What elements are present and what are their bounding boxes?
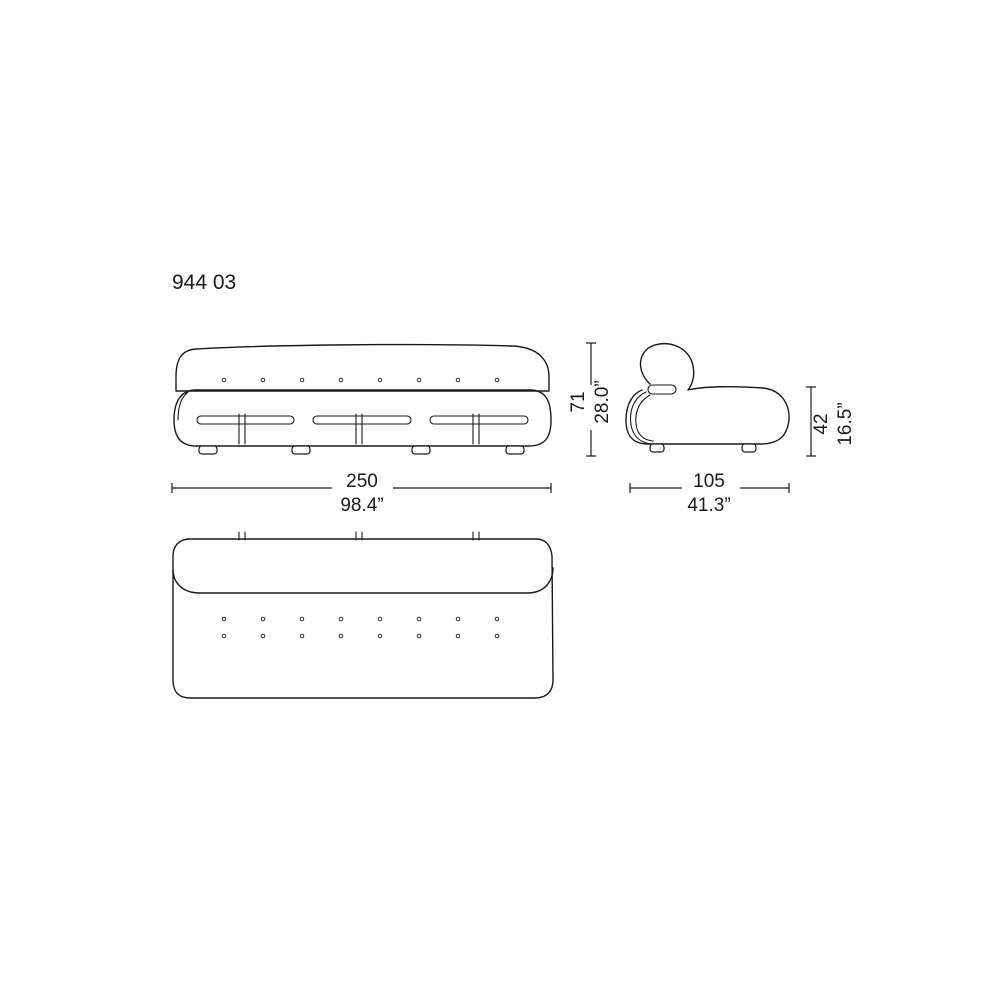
model-code: 944 03 [172, 271, 236, 294]
top-frame-ends [238, 531, 480, 541]
top-footprint-outline [172, 538, 554, 699]
side-seat-outline [625, 385, 790, 445]
seat-height-dimension: 42 16.5” [806, 386, 856, 457]
width-in-label: 98.4” [340, 495, 383, 516]
sofa-foot [411, 445, 431, 455]
seat-height-in-label: 16.5” [835, 402, 856, 445]
tuft-button [416, 377, 422, 383]
sofa-foot [198, 445, 218, 455]
tuft-button [299, 377, 305, 383]
width-dimension: 250 98.4” [171, 471, 552, 516]
tuft-button [221, 633, 227, 639]
tuft-button [455, 616, 461, 622]
tuft-button [338, 633, 344, 639]
tuft-button [455, 377, 461, 383]
front-tuft-row [221, 377, 500, 383]
front-seat-outline [173, 389, 552, 447]
front-backrest-outline [175, 343, 550, 392]
height-cm-label: 71 [568, 391, 589, 412]
tuft-button [455, 633, 461, 639]
depth-dimension: 105 41.3” [629, 471, 790, 516]
tuft-button [377, 616, 383, 622]
sofa-foot [741, 443, 757, 453]
top-backrest-outline [172, 567, 554, 594]
tuft-button [260, 377, 266, 383]
top-view [172, 531, 554, 699]
tuft-button [221, 616, 227, 622]
tuft-button [416, 616, 422, 622]
tuft-button [338, 616, 344, 622]
tuft-button [299, 633, 305, 639]
height-dimension: 71 28.0” [568, 342, 613, 457]
tuft-button [494, 377, 500, 383]
width-cm-label: 250 [346, 471, 378, 492]
side-front-frame-inner [635, 394, 654, 442]
sofa-foot [291, 445, 311, 455]
sofa-foot [649, 443, 665, 453]
depth-cm-label: 105 [693, 471, 725, 492]
sofa-foot [505, 445, 525, 455]
side-front-frame [629, 391, 653, 445]
side-backrest-outline [639, 343, 695, 391]
tuft-button [377, 377, 383, 383]
tuft-button [338, 377, 344, 383]
seat-height-cm-label: 42 [811, 413, 832, 434]
tuft-button [260, 616, 266, 622]
front-left-flank [177, 391, 189, 421]
side-arm-tube [647, 384, 677, 395]
tuft-button [494, 616, 500, 622]
tuft-button [299, 616, 305, 622]
depth-in-label: 41.3” [687, 495, 730, 516]
tuft-button [494, 633, 500, 639]
height-in-label: 28.0” [592, 380, 613, 423]
front-feet [198, 445, 525, 455]
top-tuft-grid [221, 616, 500, 639]
front-view [173, 343, 552, 455]
tuft-button [377, 633, 383, 639]
tuft-button [221, 377, 227, 383]
side-view [625, 343, 790, 453]
front-frame-bars [196, 413, 529, 445]
tuft-button [416, 633, 422, 639]
tuft-button [260, 633, 266, 639]
